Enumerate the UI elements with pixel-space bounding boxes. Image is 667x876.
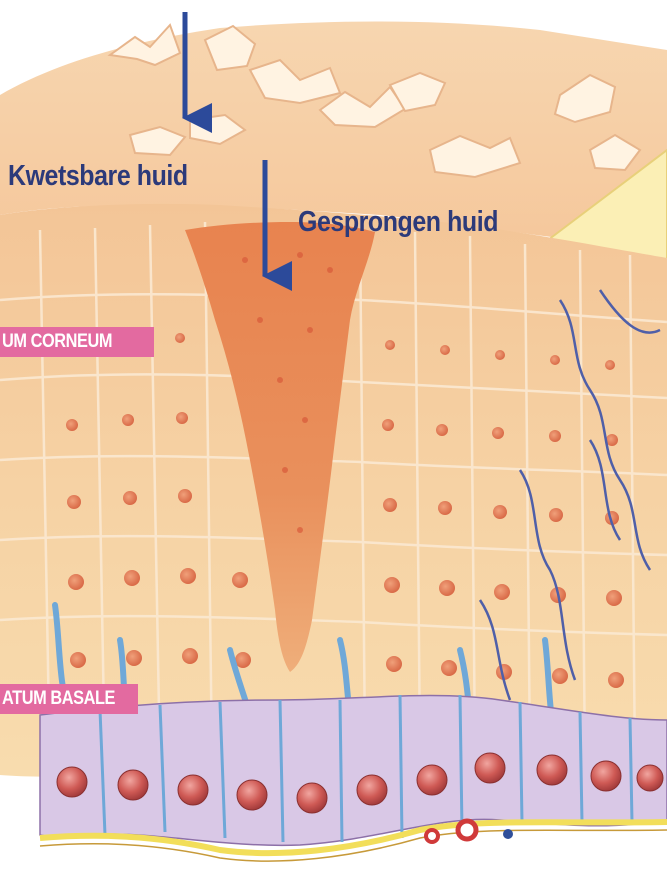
layer-tag-stratum-basale-text: ATUM BASALE [2,684,115,714]
layer-tag-stratum-corneum-text: UM CORNEUM [2,327,112,357]
label-cracked-skin: Gesprongen huid [298,206,498,239]
label-vulnerable-skin: Kwetsbare huid [8,160,188,193]
layer-tag-stratum-basale: ATUM BASALE [0,684,138,714]
layer-tag-stratum-corneum: UM CORNEUM [0,327,154,357]
